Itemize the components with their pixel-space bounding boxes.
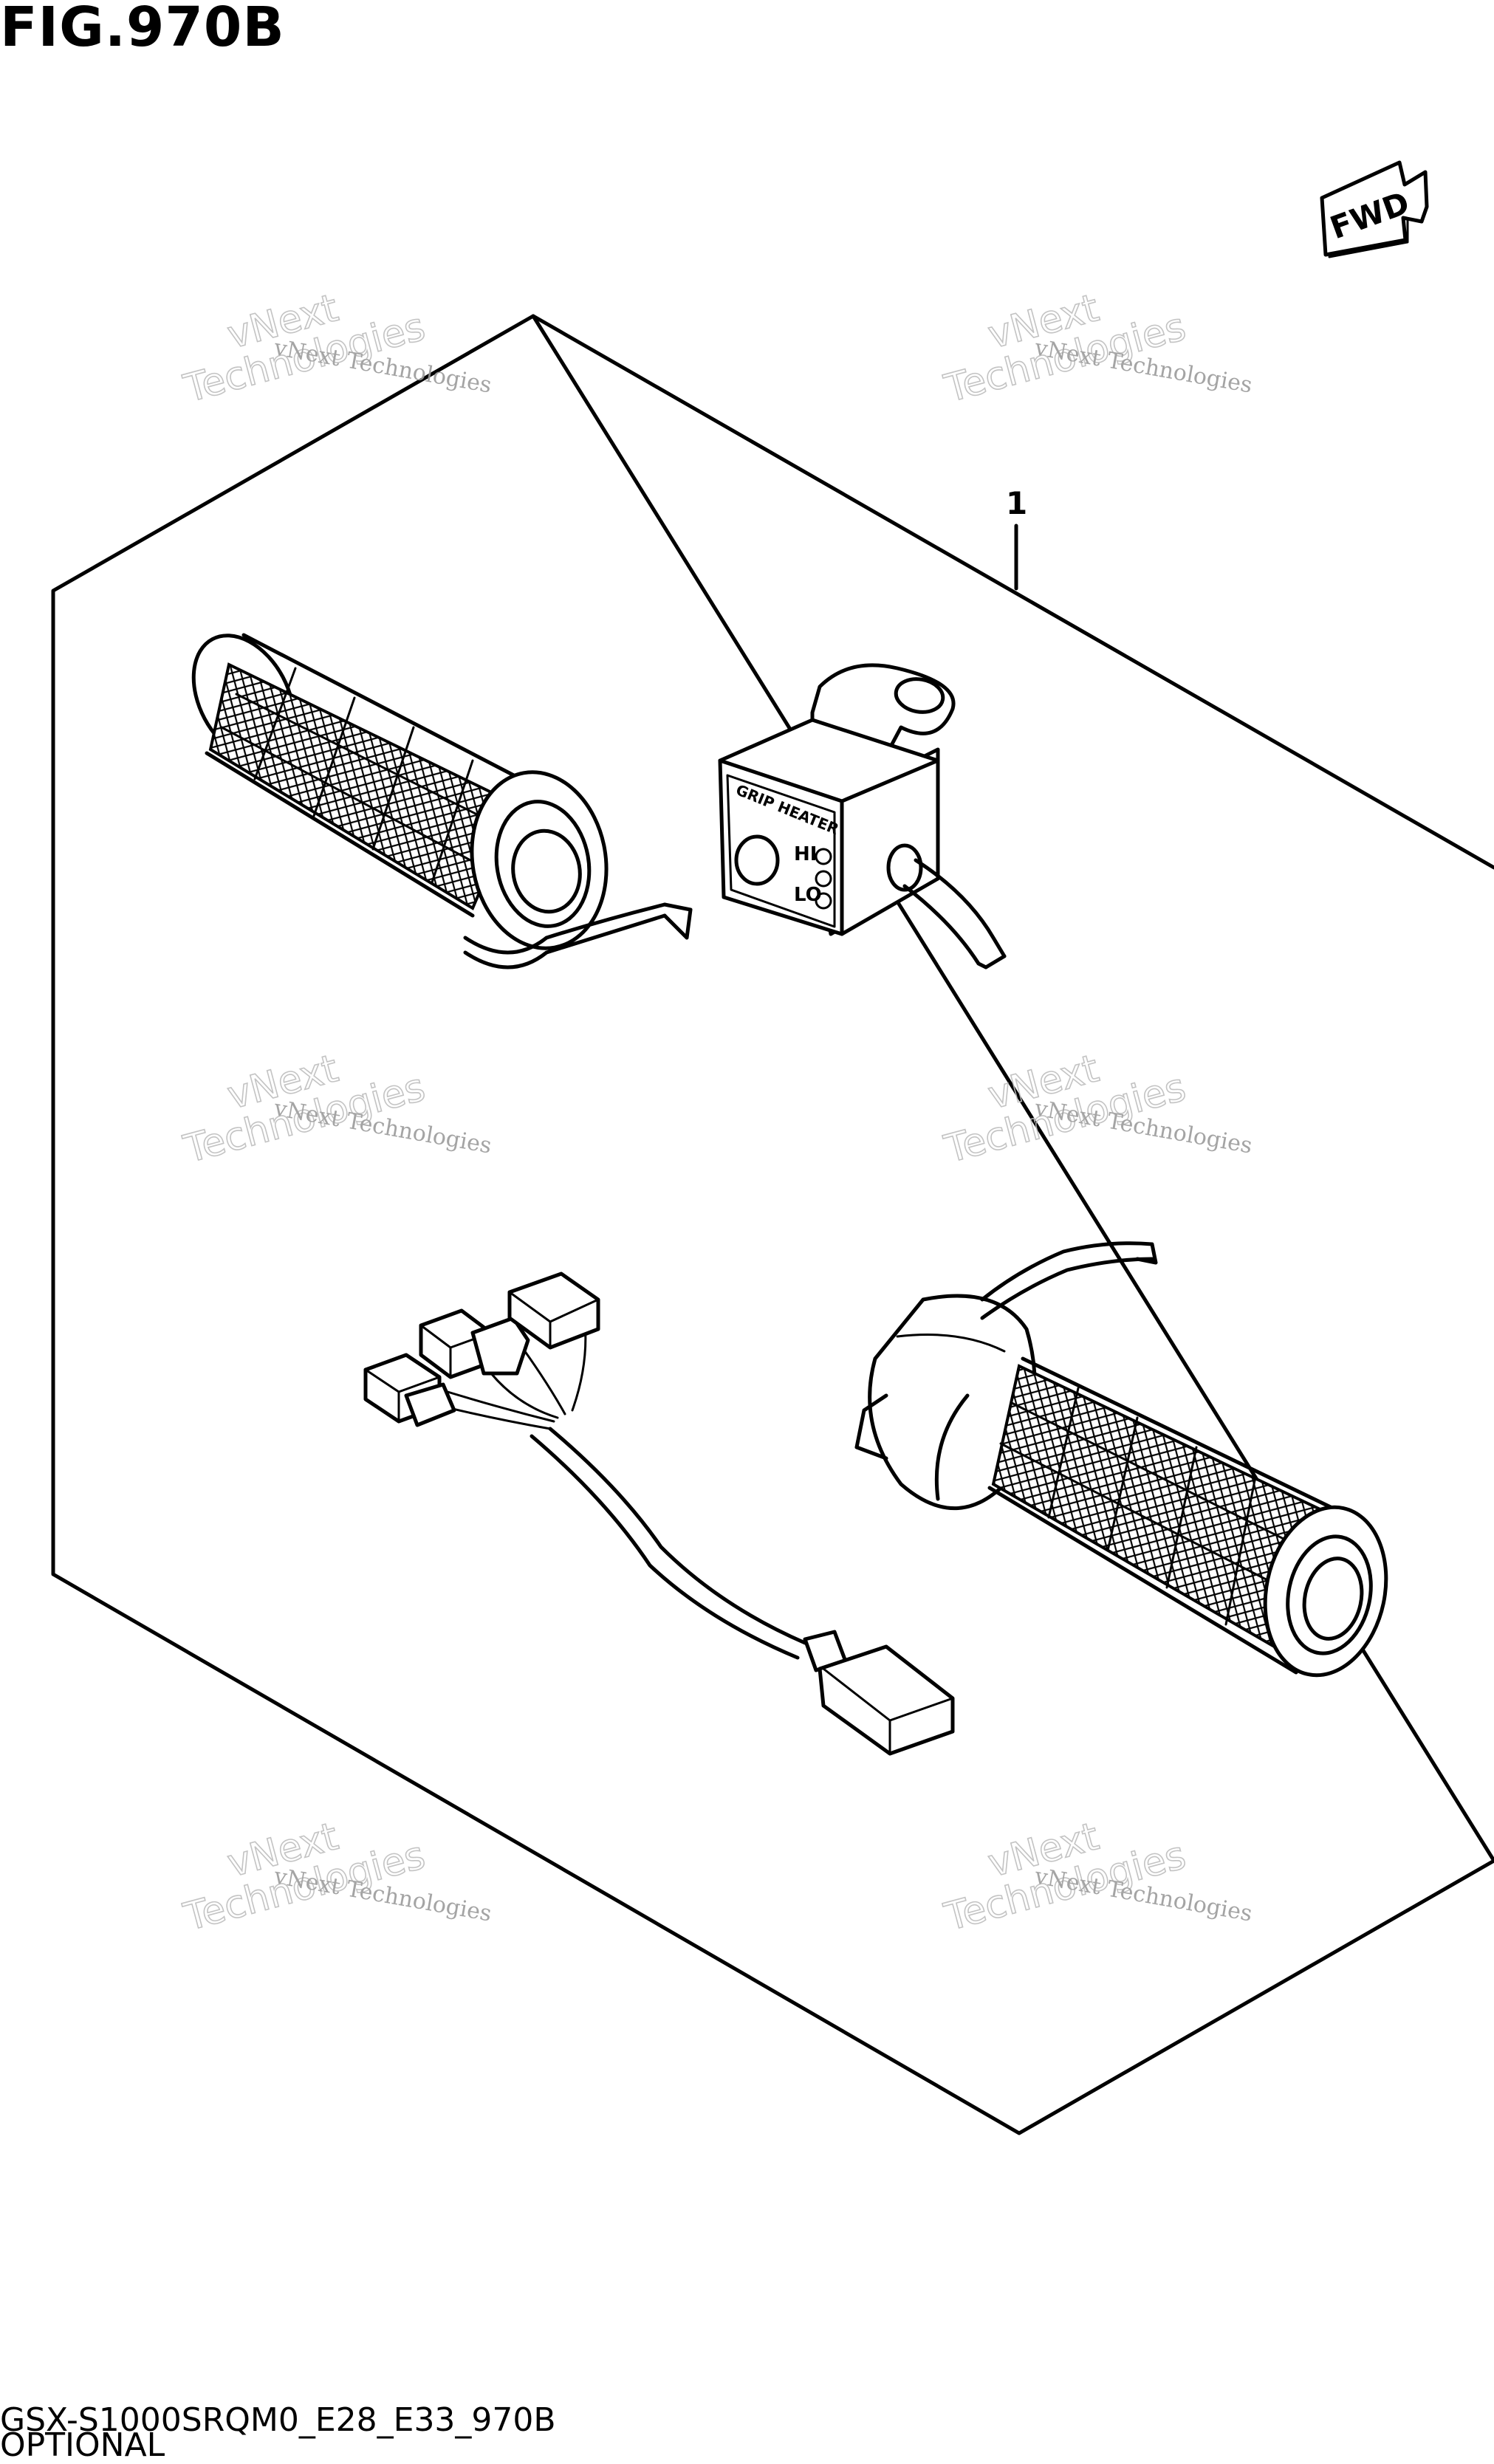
kit-boundary-top-edge	[531, 314, 1494, 870]
model-code: GSX-S1000SRQM0_E28_E33_970B	[0, 2401, 556, 2439]
callout-1: 1	[1006, 485, 1027, 591]
watermark-group: vNext Technologies vNext Technologies vN…	[179, 285, 1254, 1940]
callout-number: 1	[1006, 485, 1027, 521]
grip-heater-switch: GRIP HEATER HI LO	[718, 663, 1007, 970]
left-heated-grip	[191, 633, 693, 970]
figure-title: FIG.970B	[0, 0, 285, 59]
switch-hi-label: HI	[794, 843, 817, 865]
right-heated-grip	[854, 1241, 1388, 1678]
wiring-harness	[363, 1272, 955, 1756]
fwd-arrow-icon: FWD	[1320, 160, 1429, 258]
section-label: OPTIONAL	[0, 2426, 165, 2464]
